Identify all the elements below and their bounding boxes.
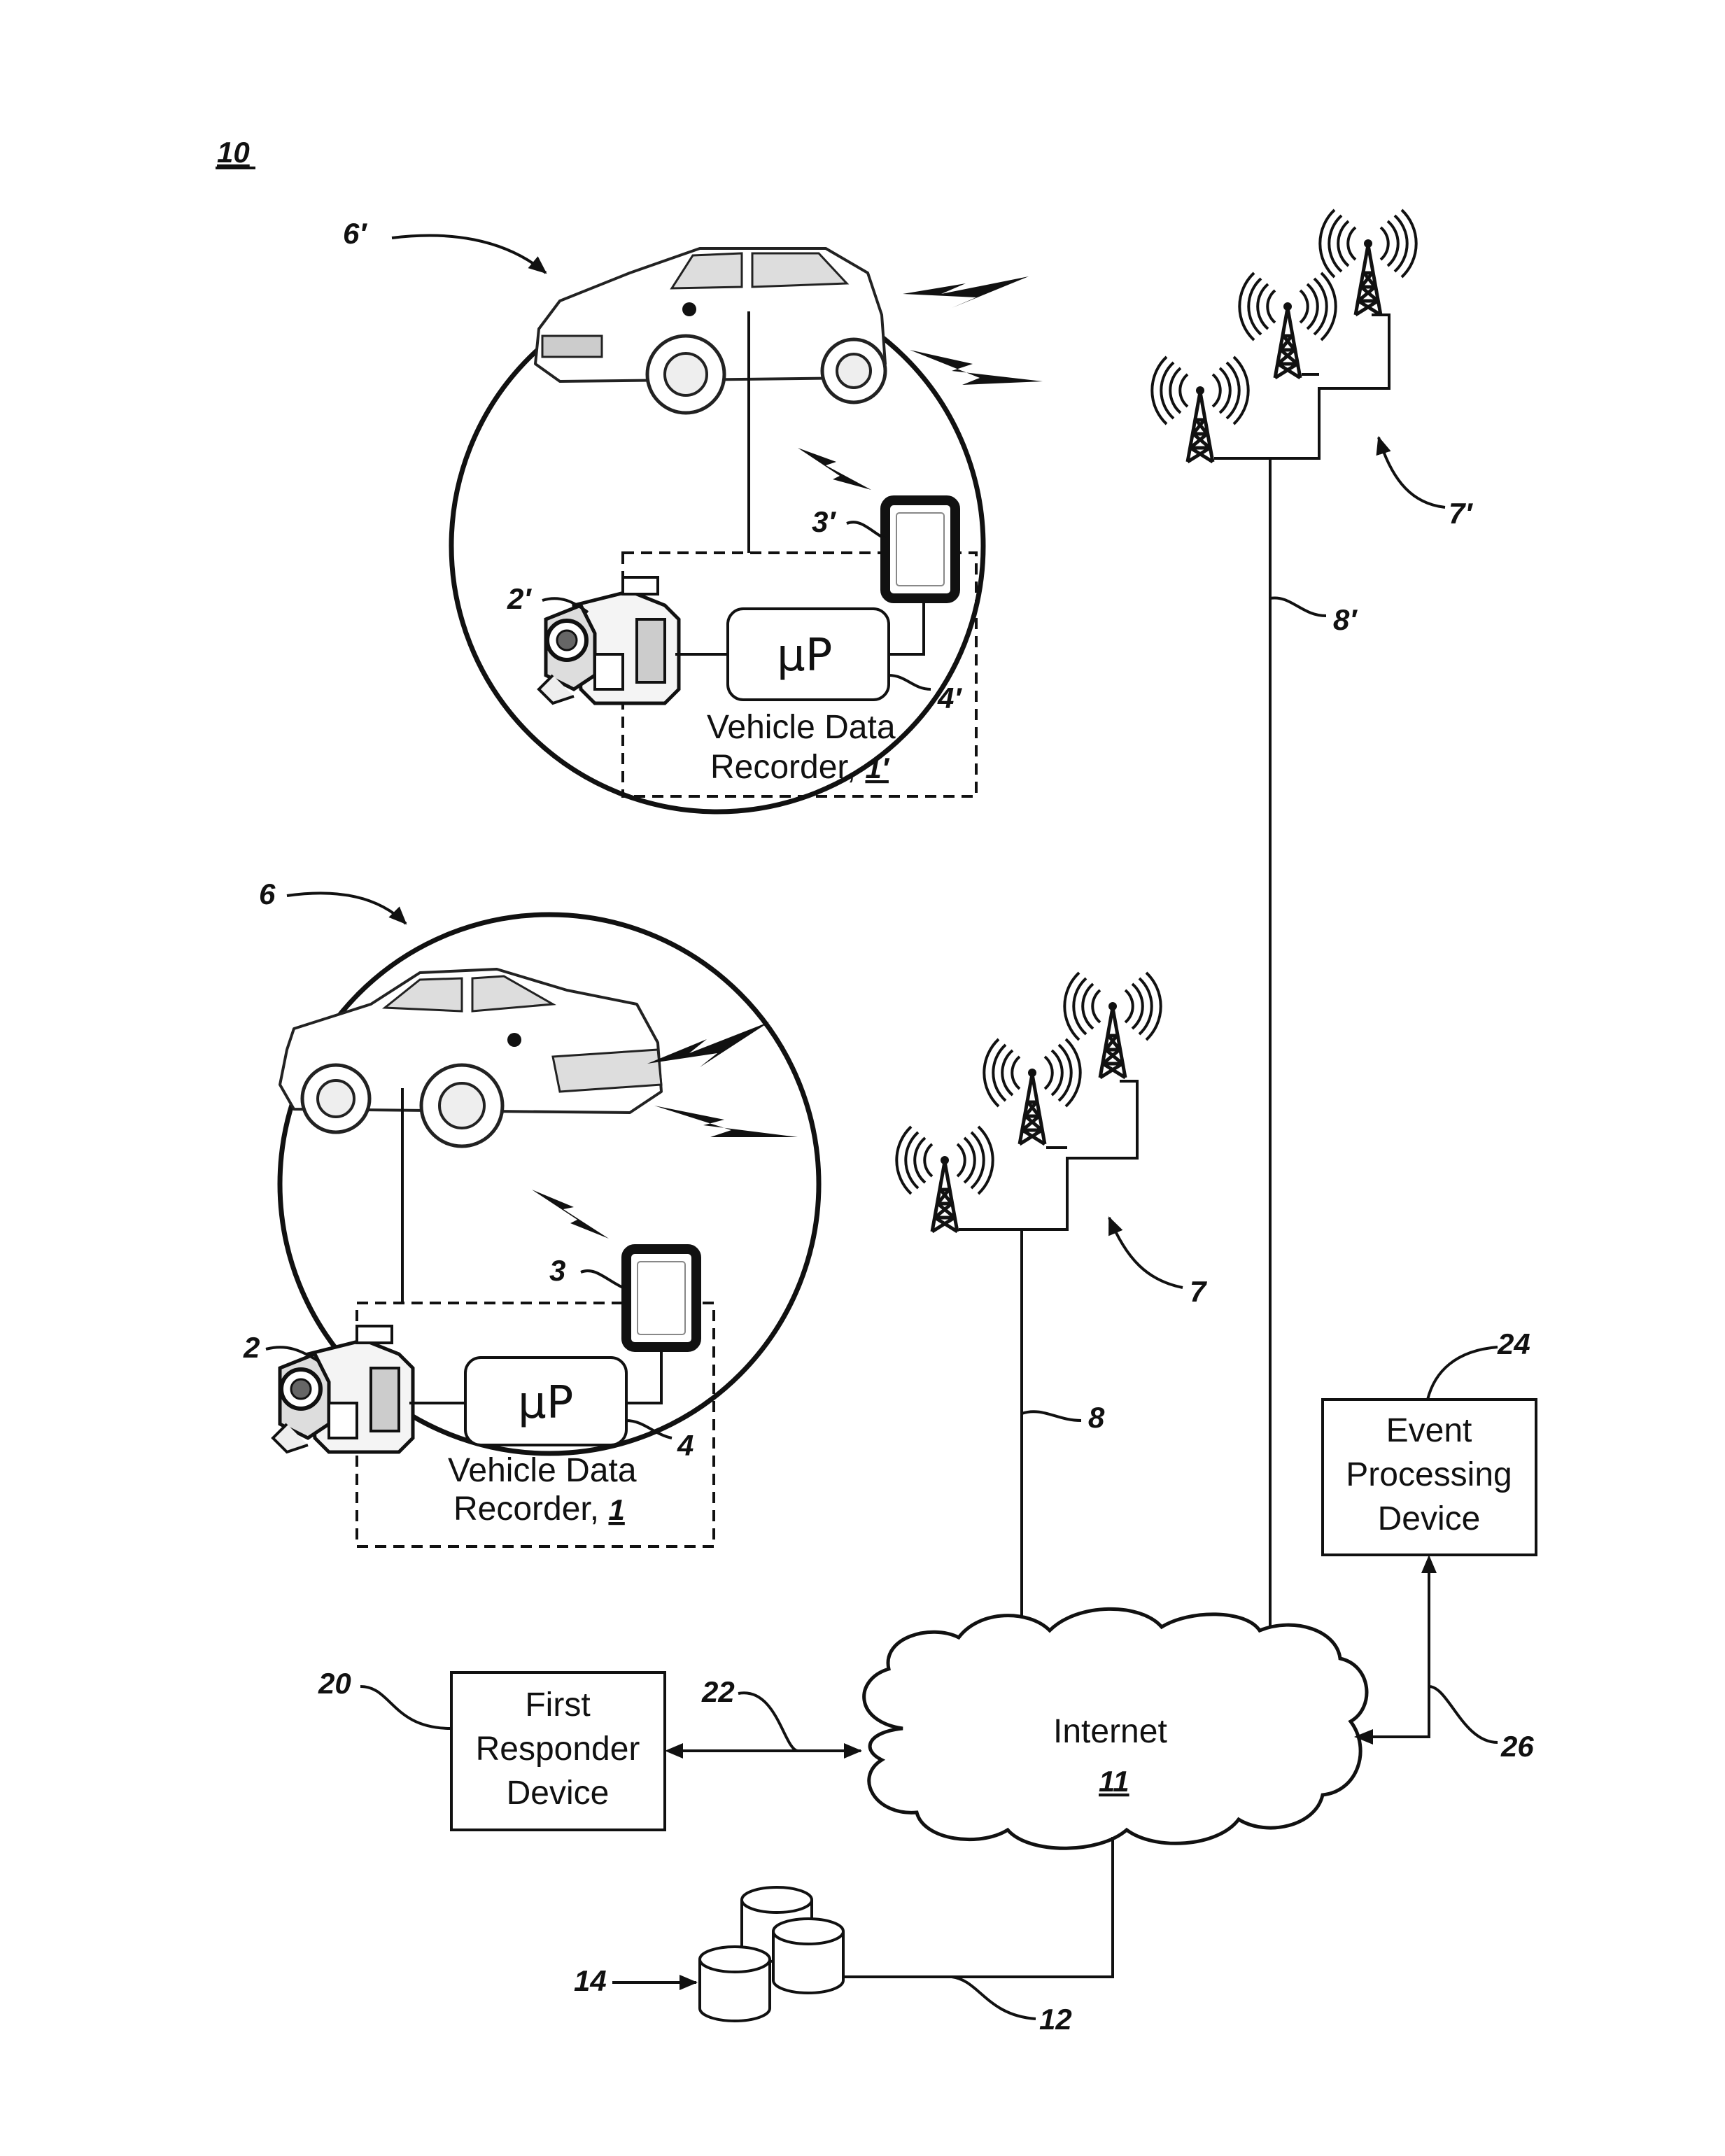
phone-top-ref: 3′ [812, 505, 836, 538]
processor-top-label: µP [777, 630, 832, 682]
first-responder-ref: 20 [318, 1667, 351, 1700]
database-link-ref: 12 [1039, 2003, 1072, 2036]
camera-top-icon [539, 577, 679, 703]
database-link [843, 1837, 1113, 1977]
event-processing-ref: 24 [1497, 1327, 1530, 1360]
wireless-signal-icon [910, 350, 1043, 385]
tower-bottom-ref: 7 [1190, 1275, 1207, 1308]
suv-car-image [535, 248, 885, 413]
cell-tower-icon [1239, 273, 1335, 378]
cell-tower-icon [896, 1127, 992, 1232]
system-ref: 10 [217, 136, 250, 169]
event-link-ref: 26 [1500, 1730, 1534, 1763]
recorder-top-line2: Recorder, 1′ [710, 749, 890, 786]
recorder-bottom-line2: Recorder, 1 [453, 1491, 625, 1528]
wireless-signal-icon [654, 1106, 798, 1137]
event-processing-line1: Event [1386, 1412, 1472, 1449]
recorder-bottom-line1: Vehicle Data [448, 1452, 637, 1489]
vehicle-bottom-group: 6 3 2 µP 4 Vehicle Da [243, 878, 819, 1546]
vehicle-top-group: 6′ 3′ 2′ µP 4′ [343, 217, 1043, 812]
link-top-ref: 8′ [1333, 603, 1358, 636]
sedan-car-image [280, 969, 661, 1146]
processor-bottom-label: µP [518, 1377, 573, 1429]
cell-tower-icon [1152, 357, 1248, 462]
first-responder-link-ref: 22 [701, 1675, 735, 1708]
internet-ref: 11 [1099, 1765, 1129, 1798]
recorder-top-line1: Vehicle Data [707, 709, 896, 746]
first-responder-line1: First [525, 1686, 590, 1724]
internet-label: Internet [1053, 1713, 1167, 1750]
database-icon [700, 1887, 843, 2021]
tower-group-top: 7′ [1152, 210, 1473, 530]
vehicle-bottom-ref: 6 [259, 878, 276, 910]
camera-bottom-ref: 2 [243, 1331, 260, 1364]
wireless-signal-icon [798, 448, 871, 490]
phone-bottom-ref: 3 [549, 1254, 565, 1287]
event-processing-line2: Processing [1346, 1456, 1512, 1493]
processor-top-ref: 4′ [937, 682, 962, 714]
wireless-signal-icon [647, 1022, 770, 1067]
vehicle-top-ref: 6′ [343, 217, 367, 250]
event-link [1361, 1560, 1429, 1737]
processor-bottom-ref: 4 [677, 1429, 693, 1462]
wireless-signal-icon [532, 1190, 609, 1239]
tower-top-ref: 7′ [1449, 497, 1473, 530]
phone-top-icon [885, 500, 955, 598]
link-bottom-ref: 8 [1088, 1401, 1105, 1434]
cell-tower-icon [984, 1039, 1080, 1144]
tower-group-bottom: 7 [896, 973, 1207, 1308]
camera-top-ref: 2′ [507, 582, 532, 615]
first-responder-line2: Responder [476, 1731, 640, 1768]
first-responder-line3: Device [507, 1775, 610, 1812]
database-ref: 14 [574, 1964, 607, 1997]
camera-bottom-icon [273, 1326, 413, 1452]
phone-bottom-icon [626, 1249, 696, 1347]
event-processing-line3: Device [1378, 1500, 1481, 1537]
wireless-signal-icon [903, 276, 1029, 308]
